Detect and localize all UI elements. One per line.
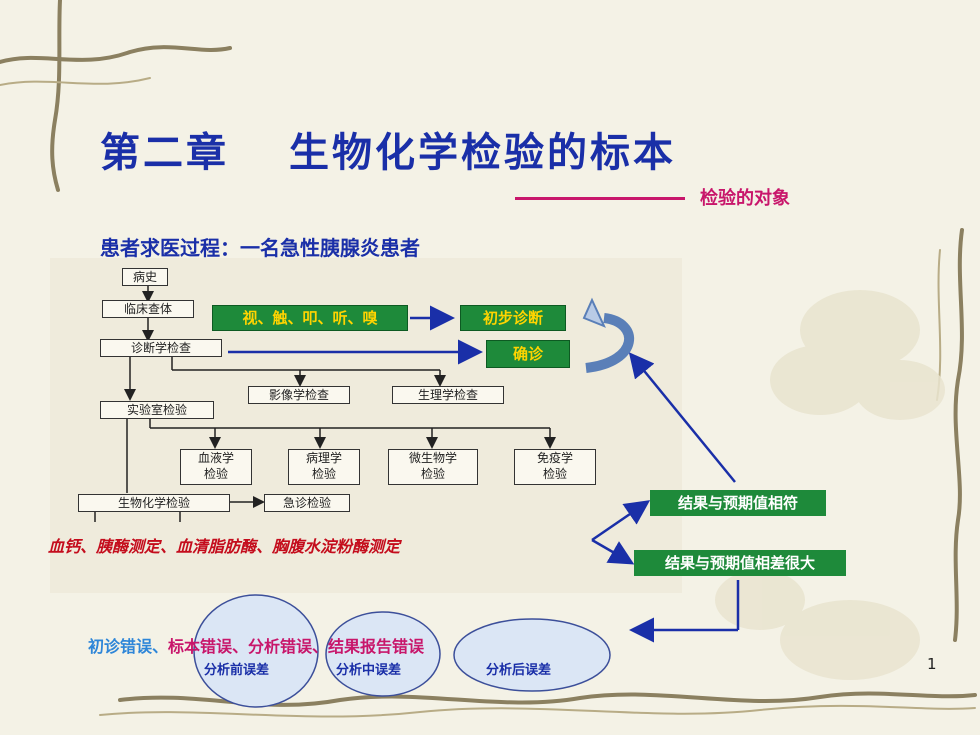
callout-match: 结果与预期值相符: [650, 490, 826, 516]
callout-senses: 视、触、叩、听、嗅: [212, 305, 408, 331]
errors-row: 初诊错误、标本错误、分析错误、结果报告错误: [88, 633, 424, 657]
label-pre-analytical: 分析前误差: [204, 663, 270, 678]
error-specimen: 标本错误、: [168, 637, 249, 656]
loop-back-arrow: [585, 313, 634, 373]
title-chapter: 第二章: [100, 130, 229, 176]
ellipse-analytical: [325, 611, 441, 697]
box-physiology: 生理学检查: [392, 386, 504, 404]
hematology-line1: 血液学: [197, 451, 234, 465]
label-post-analytical: 分析后误差: [486, 663, 552, 678]
box-biochem: 生物化学检验: [78, 494, 230, 512]
page-number: 1: [927, 655, 937, 673]
box-emergency: 急诊检验: [264, 494, 350, 512]
microbiology-line1: 微生物学: [408, 451, 457, 465]
slide-title: 第二章 生物化学检验的标本: [100, 120, 676, 178]
box-hematology: 血液学 检验: [180, 449, 252, 485]
subtitle-rule: [515, 197, 685, 200]
pathology-line2: 检验: [311, 467, 336, 481]
process-label: 患者求医过程：一名急性胰腺炎患者: [100, 236, 420, 260]
box-clinical-exam: 临床查体: [102, 300, 194, 318]
immunology-line1: 免疫学: [536, 451, 573, 465]
callout-prelim-diagnosis: 初步诊断: [460, 305, 566, 331]
subtitle: 检验的对象: [700, 188, 790, 209]
hematology-line2: 检验: [203, 467, 228, 481]
error-initial: 初诊错误、: [88, 637, 169, 656]
error-analysis: 分析错误、: [248, 637, 329, 656]
box-microbiology: 微生物学 检验: [388, 449, 478, 485]
ellipse-post-analytical: [453, 618, 611, 692]
pathology-line1: 病理学: [305, 451, 342, 465]
box-immunology: 免疫学 检验: [514, 449, 596, 485]
box-diagnostic-exam: 诊断学检查: [100, 339, 222, 357]
title-topic: 生物化学检验的标本: [289, 130, 676, 176]
error-report: 结果报告错误: [328, 637, 425, 656]
microbiology-line2: 检验: [420, 467, 445, 481]
ellipse-pre-analytical: [193, 594, 319, 708]
box-lab-exam: 实验室检验: [100, 401, 214, 419]
label-analytical: 分析中误差: [336, 663, 402, 678]
tests-line: 血钙、胰酶测定、血清脂肪酶、胸腹水淀粉酶测定: [48, 537, 401, 556]
box-imaging: 影像学检查: [248, 386, 350, 404]
callout-mismatch: 结果与预期值相差很大: [634, 550, 846, 576]
immunology-line2: 检验: [542, 467, 567, 481]
callout-confirm: 确诊: [486, 340, 570, 368]
box-pathology: 病理学 检验: [288, 449, 360, 485]
box-medical-history: 病史: [122, 268, 168, 286]
